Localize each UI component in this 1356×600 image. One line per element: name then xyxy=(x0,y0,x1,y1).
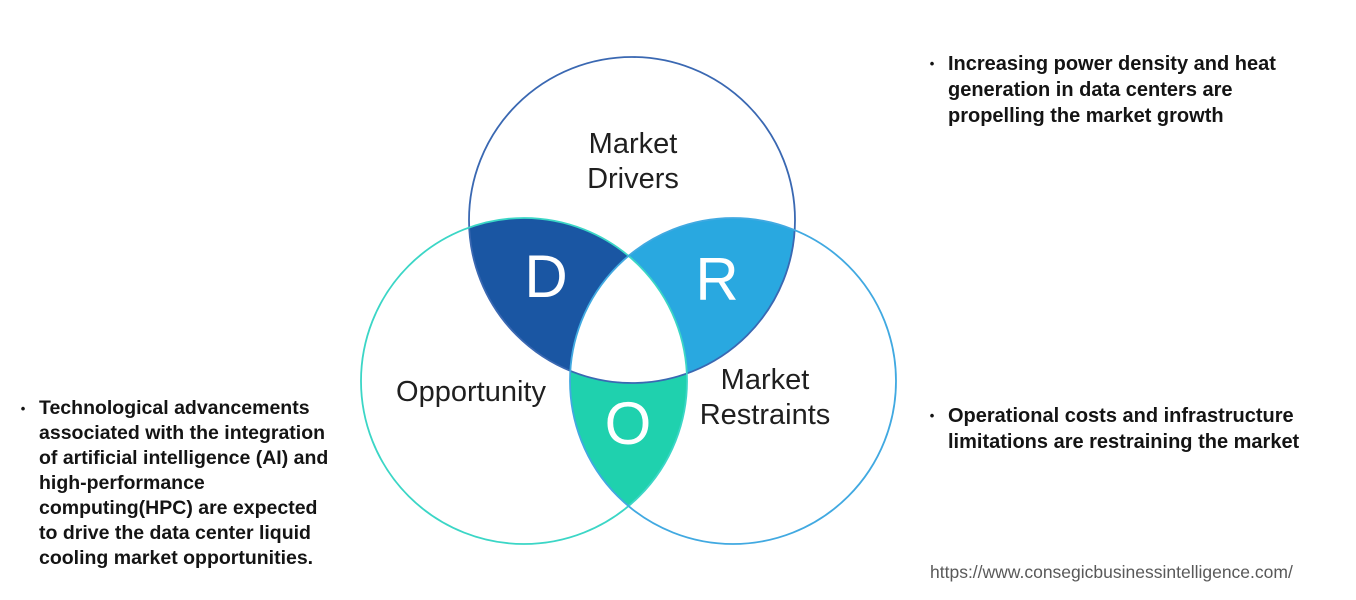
restraint-bullet-text: Operational costs and infrastructure lim… xyxy=(948,405,1300,453)
opportunity-bullet-text: Technological advancements associated wi… xyxy=(39,397,329,569)
driver-bullet: • Increasing power density and heat gene… xyxy=(925,51,1325,129)
bullet-marker: • xyxy=(20,401,26,416)
drivers-circle xyxy=(468,56,796,384)
center-region xyxy=(570,218,687,383)
restraint-bullet: • Operational costs and infrastructure l… xyxy=(925,403,1355,455)
drivers-label-line1: Market xyxy=(589,128,678,160)
bullet-marker: • xyxy=(929,56,935,71)
drivers-label-line2: Drivers xyxy=(587,163,679,195)
opportunity-label: Opportunity xyxy=(396,376,546,408)
driver-bullet-text: Increasing power density and heat genera… xyxy=(948,53,1276,127)
letter-o: O xyxy=(605,390,652,457)
bullet-marker: • xyxy=(929,408,935,423)
source-url: https://www.consegicbusinessintelligence… xyxy=(930,562,1293,582)
opportunity-circle xyxy=(360,217,688,545)
letter-d: D xyxy=(524,243,567,310)
restraints-circle xyxy=(569,217,897,545)
opportunity-bullet: • Technological advancements associated … xyxy=(16,396,366,571)
restraints-label-line1: Market xyxy=(721,364,810,396)
restraints-label-line2: Restraints xyxy=(700,399,831,431)
letter-r: R xyxy=(695,246,738,313)
